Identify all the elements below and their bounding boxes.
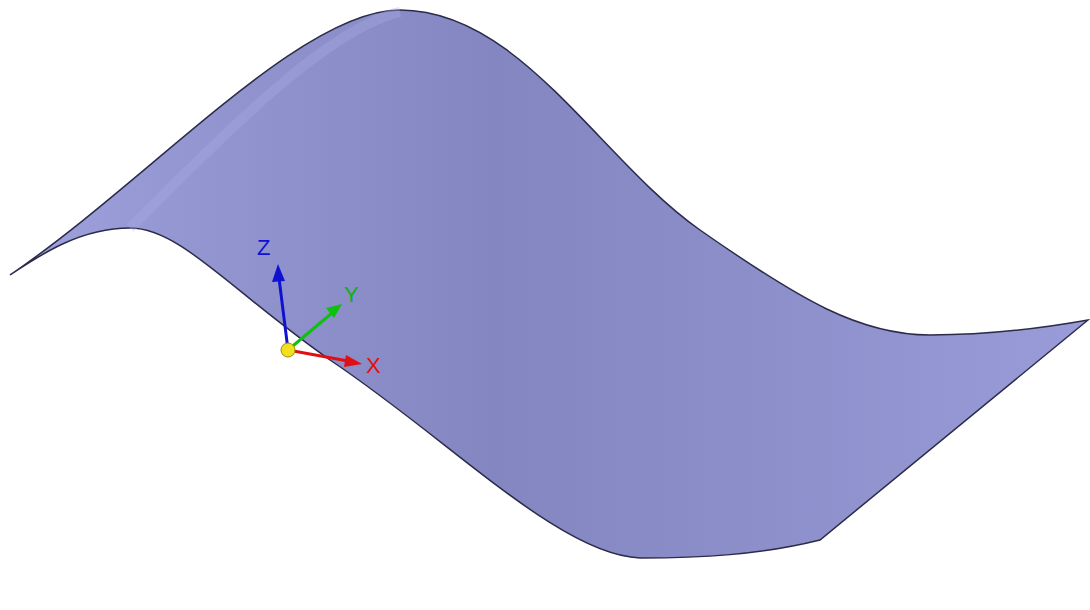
axis-label: Z	[257, 237, 270, 259]
axis-label: X	[366, 355, 381, 377]
y-axis	[288, 313, 332, 350]
x-axis	[288, 350, 348, 361]
z-arrowhead	[272, 264, 285, 282]
highlight-band	[130, 12, 400, 228]
origin-dot	[281, 343, 295, 357]
axis-label: Y	[344, 284, 359, 306]
y-arrowhead	[326, 304, 342, 318]
x-arrowhead	[344, 355, 362, 367]
surface-patch	[10, 10, 1088, 558]
z-axis	[279, 278, 288, 350]
